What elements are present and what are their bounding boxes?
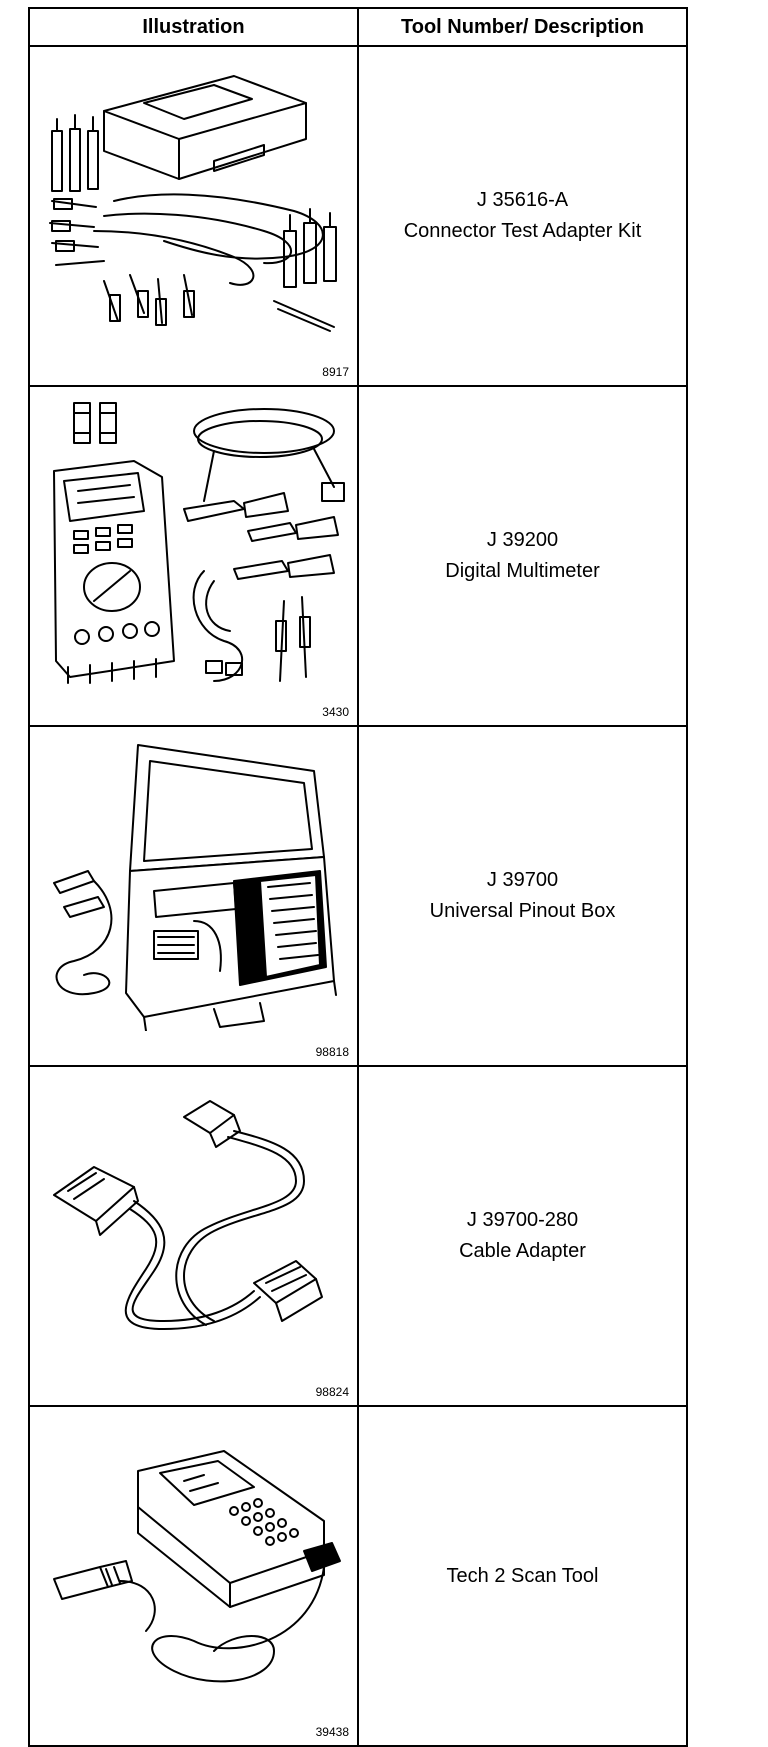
description-cell: J 39700-280 Cable Adapter bbox=[357, 1065, 688, 1407]
tool-description: Connector Test Adapter Kit bbox=[403, 220, 642, 242]
illustration-cell: 39438 bbox=[28, 1405, 359, 1747]
digital-multimeter-illustration bbox=[53, 402, 345, 684]
tool-number: J 35616-A bbox=[476, 189, 569, 211]
table-row: 8917 J 35616-A Connector Test Adapter Ki… bbox=[28, 45, 688, 387]
tool-description: Universal Pinout Box bbox=[429, 900, 616, 922]
column-header-description: Tool Number/ Description bbox=[357, 7, 688, 47]
table-row: 39438 Tech 2 Scan Tool bbox=[28, 1405, 688, 1747]
tool-description: Digital Multimeter bbox=[445, 560, 600, 582]
illustration-cell: 98824 bbox=[28, 1065, 359, 1407]
cable-adapter-illustration bbox=[53, 1100, 323, 1330]
description-cell: J 39200 Digital Multimeter bbox=[357, 385, 688, 727]
figure-number: 98818 bbox=[315, 1045, 349, 1059]
figure-number: 98824 bbox=[315, 1385, 349, 1399]
illustration-cell: 3430 bbox=[28, 385, 359, 727]
tool-number: J 39700 bbox=[486, 869, 559, 891]
table-row: 98818 J 39700 Universal Pinout Box bbox=[28, 725, 688, 1067]
tech-2-scan-tool-illustration bbox=[53, 1450, 341, 1683]
column-header-illustration: Illustration bbox=[28, 7, 359, 47]
illustration-cell: 8917 bbox=[28, 45, 359, 387]
connector-test-adapter-kit-illustration bbox=[49, 75, 337, 332]
universal-pinout-box-illustration bbox=[53, 744, 337, 1031]
tool-table: Illustration Tool Number/ Description bbox=[28, 7, 688, 1747]
tool-number: J 39200 bbox=[486, 529, 559, 551]
figure-number: 3430 bbox=[322, 705, 349, 719]
header-row: Illustration Tool Number/ Description bbox=[28, 7, 688, 47]
tool-description: Tech 2 Scan Tool bbox=[446, 1564, 599, 1587]
tool-description: Cable Adapter bbox=[459, 1240, 586, 1262]
description-cell: J 39700 Universal Pinout Box bbox=[357, 725, 688, 1067]
description-cell: J 35616-A Connector Test Adapter Kit bbox=[357, 45, 688, 387]
tool-number: J 39700-280 bbox=[466, 1209, 579, 1231]
figure-number: 8917 bbox=[322, 365, 349, 379]
description-cell: Tech 2 Scan Tool bbox=[357, 1405, 688, 1747]
illustration-cell: 98818 bbox=[28, 725, 359, 1067]
table-row: 3430 J 39200 Digital Multimeter bbox=[28, 385, 688, 727]
table-row: 98824 J 39700-280 Cable Adapter bbox=[28, 1065, 688, 1407]
figure-number: 39438 bbox=[315, 1725, 349, 1739]
